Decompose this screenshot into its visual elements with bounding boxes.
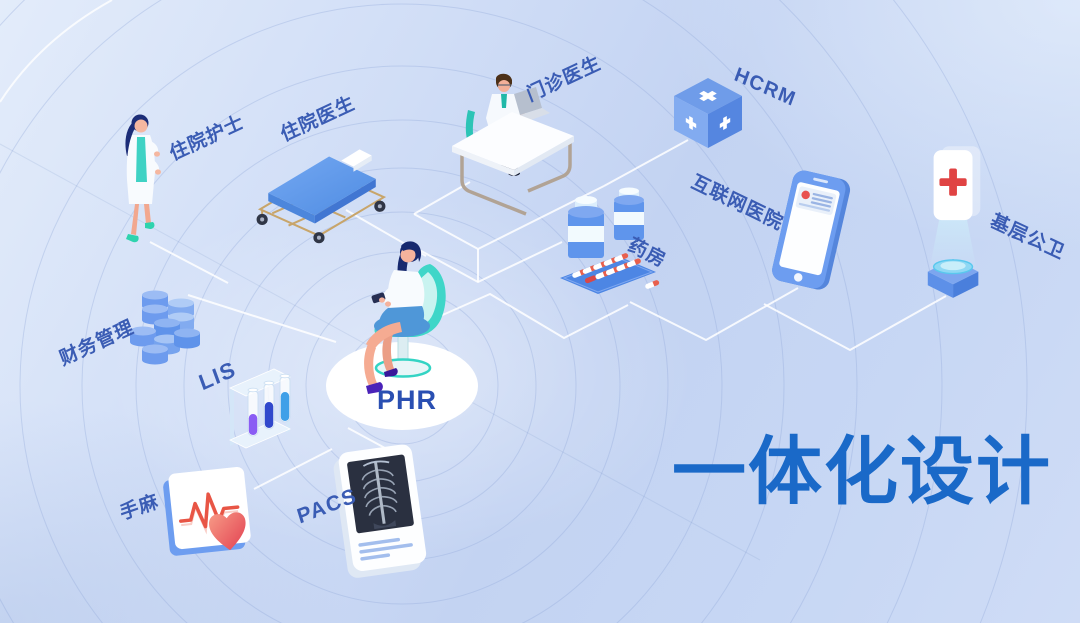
laptop (514, 87, 542, 115)
smartphone (772, 170, 851, 290)
phr-disc (326, 342, 478, 430)
medicine-bottle (614, 187, 644, 240)
test-tube (263, 380, 275, 430)
phr-label: PHR (377, 385, 438, 415)
xray-image (347, 454, 414, 534)
bed-wheels (256, 200, 386, 244)
report-lines (358, 537, 413, 561)
test-tube (279, 373, 291, 423)
corner-arc (0, 0, 113, 103)
hospital-bed (256, 149, 387, 244)
woman-on-chair-figure (326, 241, 478, 430)
coin (130, 290, 200, 365)
heart-icon (209, 512, 246, 551)
white-connectors (149, 139, 947, 490)
home-button (793, 273, 803, 282)
ecg-line (179, 492, 240, 529)
test-tube (247, 387, 259, 437)
medical-cube (674, 78, 742, 148)
doctor-at-desk (452, 73, 574, 216)
pill-blister-pack (560, 252, 656, 294)
red-cross-monument (927, 146, 981, 298)
desk-legs (460, 140, 572, 216)
nurse-figure (125, 114, 161, 243)
ecg-monitor-heart (163, 466, 251, 556)
medicine-bottles-and-pills (560, 187, 660, 294)
pillow (341, 149, 372, 167)
seated-woman (364, 241, 425, 394)
red-cross-icon (939, 168, 967, 196)
xray-card (333, 444, 427, 578)
coin-stacks (130, 290, 200, 365)
page-title: 一体化设计 (672, 430, 1052, 513)
medicine-bottle (568, 196, 604, 258)
capsule (644, 279, 660, 290)
test-tubes (229, 368, 291, 449)
desk-top (452, 112, 574, 170)
